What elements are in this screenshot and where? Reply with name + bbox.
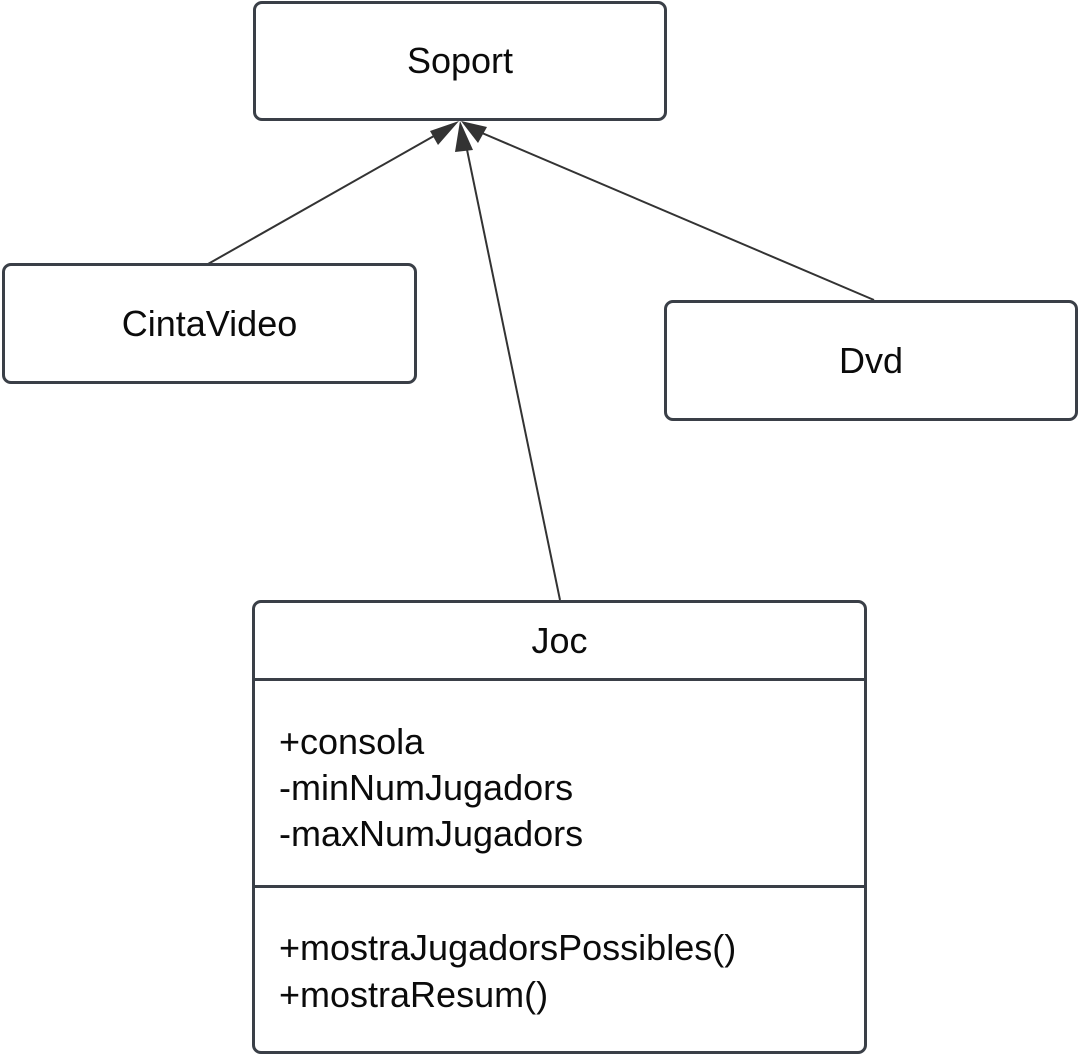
- edge-dvd-to-soport: [474, 129, 875, 301]
- class-joc[interactable]: Joc +consola -minNumJugadors -maxNumJuga…: [252, 600, 867, 1054]
- attribute: -maxNumJugadors: [279, 813, 584, 854]
- class-name: CintaVideo: [121, 302, 298, 344]
- operation: +mostraJugadorsPossibles(): [279, 927, 737, 968]
- class-name: Joc: [531, 619, 588, 661]
- attribute: -minNumJugadors: [279, 767, 574, 808]
- class-name: Dvd: [838, 339, 904, 381]
- arrowhead-joc: [455, 121, 473, 152]
- class-name: Soport: [406, 40, 514, 81]
- class-cintavideo[interactable]: CintaVideo: [2, 263, 417, 384]
- attribute: +consola: [279, 721, 425, 762]
- edge-joc-to-soport: [464, 139, 561, 601]
- operations-compartment: +mostraJugadorsPossibles() +mostraResum(…: [255, 888, 864, 1018]
- class-dvd[interactable]: Dvd: [664, 300, 1078, 421]
- class-header: Joc: [255, 603, 864, 681]
- arrowhead-dvd: [461, 121, 487, 143]
- class-soport[interactable]: Soport: [253, 1, 667, 121]
- attributes-compartment: +consola -minNumJugadors -maxNumJugadors: [255, 681, 864, 888]
- operation: +mostraResum(): [279, 974, 549, 1015]
- edge-cintavideo-to-soport: [207, 127, 449, 265]
- arrowhead-cintavideo: [430, 121, 459, 145]
